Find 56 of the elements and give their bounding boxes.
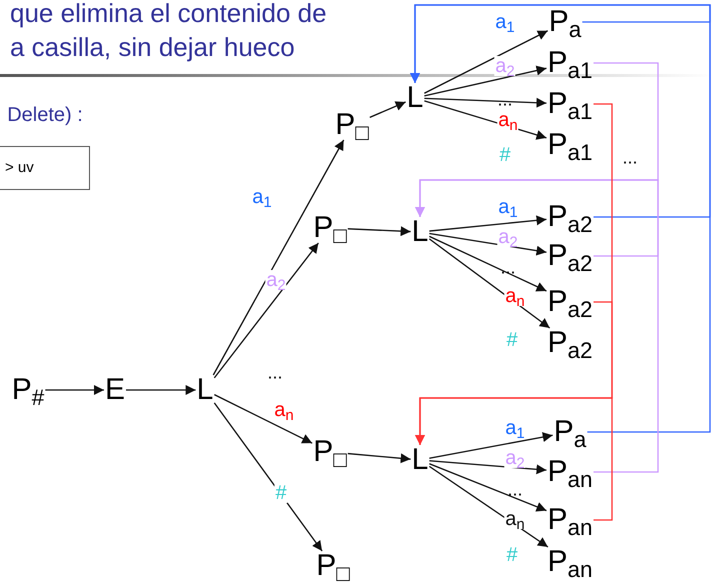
title: que elimina el contenido de a casilla, sin dejar hueco xyxy=(9,0,328,64)
state-label: P$_{a1}$ xyxy=(546,48,594,78)
arrow xyxy=(370,101,406,118)
state-label: P$_{a2}$ xyxy=(546,202,594,232)
state-label: L xyxy=(196,375,214,405)
ellipsis: ... xyxy=(622,146,638,170)
arrow xyxy=(424,66,547,97)
text-box: > uv xyxy=(0,146,90,190)
state-label: L xyxy=(410,217,430,247)
ellipsis: ... xyxy=(268,362,282,384)
state-label: P$_{□}$ xyxy=(315,551,351,581)
arrow xyxy=(424,98,546,108)
arrow xyxy=(424,30,548,94)
state-label: E xyxy=(104,375,126,405)
state-label: P$_{a2}$ xyxy=(546,328,594,358)
state-label: P$_{an}$ xyxy=(546,505,594,535)
arrow xyxy=(348,452,411,464)
state-label: L xyxy=(410,445,430,475)
edge-label: a$_{2}$ xyxy=(265,270,287,290)
state-label: P$_{a1}$ xyxy=(546,130,594,160)
edge-label: # xyxy=(274,483,288,503)
arrow xyxy=(214,394,312,444)
note-text: Delete) : xyxy=(7,103,83,128)
state-label: P$_{#}$ xyxy=(10,375,46,405)
state-label: P$_{an}$ xyxy=(546,457,594,487)
feedback-arrow xyxy=(410,4,711,433)
state-label: P$_{a2}$ xyxy=(546,241,594,271)
state-label: P$_{□}$ xyxy=(312,437,348,467)
arrow xyxy=(429,432,553,459)
state-label: P$_{□}$ xyxy=(334,110,370,140)
arrow xyxy=(348,226,411,236)
arrow xyxy=(126,385,196,395)
arrow xyxy=(429,236,547,292)
state-label: P$_{an}$ xyxy=(546,547,594,577)
feedback-arrow xyxy=(415,179,659,473)
arrow xyxy=(429,232,547,256)
ellipsis: ... xyxy=(498,88,512,112)
state-label: P$_{a}$ xyxy=(552,417,588,447)
arrow xyxy=(429,215,547,232)
arrow xyxy=(45,385,104,395)
ellipsis: ... xyxy=(508,478,522,502)
arrow xyxy=(429,463,547,512)
ellipsis: ... xyxy=(500,256,516,280)
arrow xyxy=(428,466,548,548)
arrow xyxy=(214,242,319,378)
state-label: L xyxy=(406,83,424,113)
arrow xyxy=(214,402,323,552)
arrow xyxy=(212,140,344,376)
state-label: P$_{a}$ xyxy=(548,7,582,37)
state-label: P$_{□}$ xyxy=(312,213,348,243)
arrow xyxy=(429,460,547,474)
state-label: P$_{a2}$ xyxy=(546,287,594,317)
state-label: P$_{a1}$ xyxy=(546,89,594,119)
edge-label: a$_{2}$ xyxy=(494,56,516,76)
arrow xyxy=(428,238,550,329)
feedback-arrow xyxy=(415,397,613,521)
